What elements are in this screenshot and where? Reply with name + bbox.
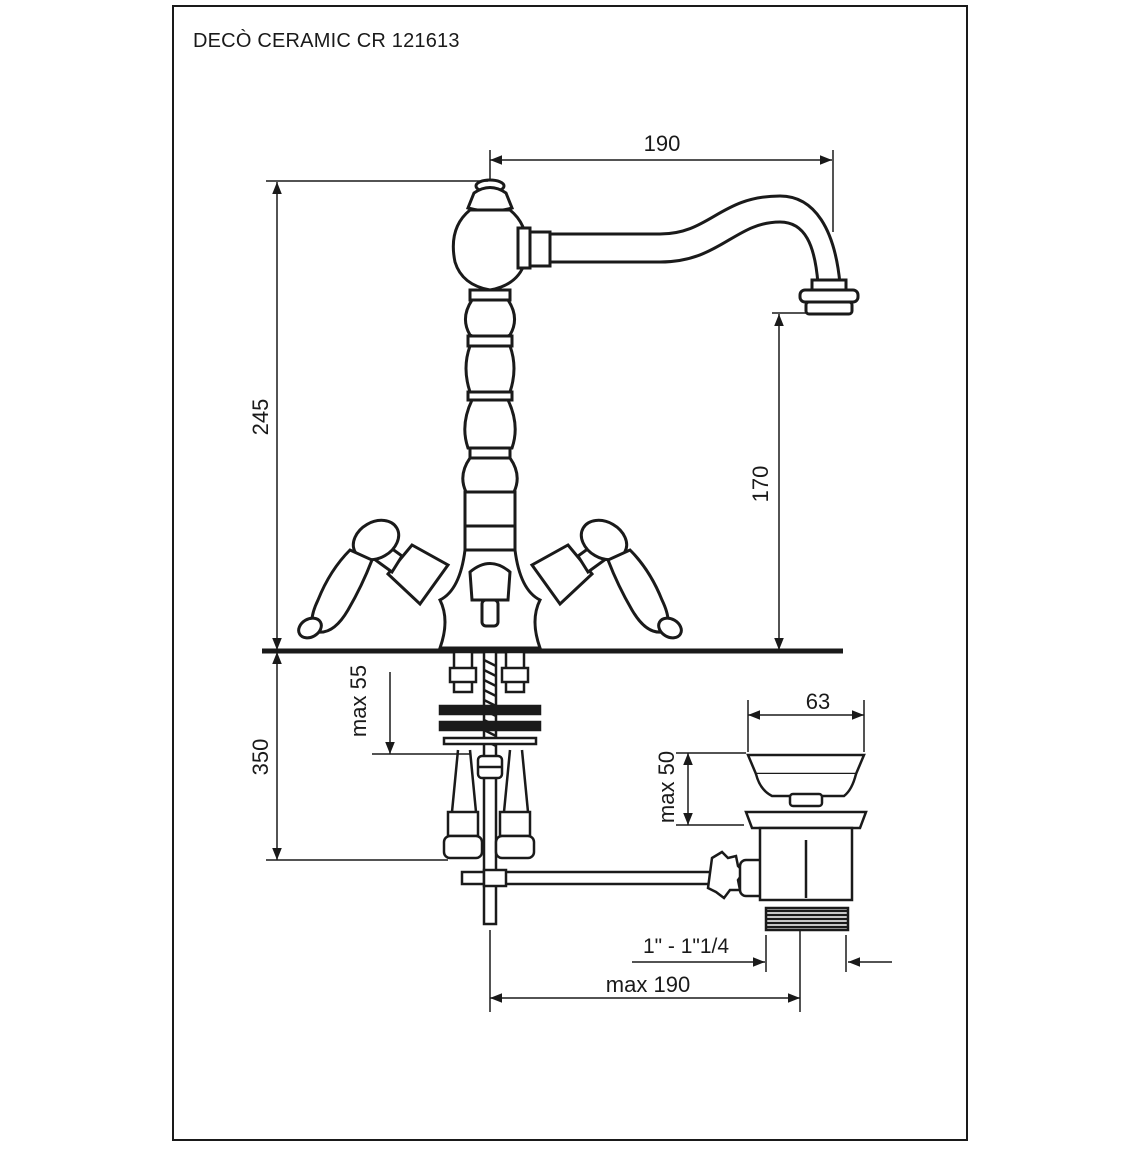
dim-drain-height-max: max 50 xyxy=(654,751,679,823)
dim-hose-length: 350 xyxy=(248,739,273,776)
drawing-frame xyxy=(172,5,968,1141)
under-deck-fittings xyxy=(438,650,542,926)
dim-drain-thread: 1" - 1"1/4 xyxy=(643,935,729,958)
dim-drain-rod-reach: max 190 xyxy=(606,972,690,997)
dim-total-height: 245 xyxy=(248,399,273,436)
spout xyxy=(516,194,860,316)
product-title: DECÒ CERAMIC CR 121613 xyxy=(193,30,460,52)
dim-spout-reach: 190 xyxy=(644,131,681,156)
dim-drain-width: 63 xyxy=(806,689,830,714)
pop-up-drain xyxy=(460,753,868,932)
left-handle xyxy=(297,518,451,640)
dimension-lines xyxy=(266,150,892,1012)
dim-spout-height: 170 xyxy=(748,466,773,503)
faucet-body xyxy=(437,178,543,650)
right-handle xyxy=(529,518,683,640)
dim-under-deck-max: max 55 xyxy=(346,665,371,737)
